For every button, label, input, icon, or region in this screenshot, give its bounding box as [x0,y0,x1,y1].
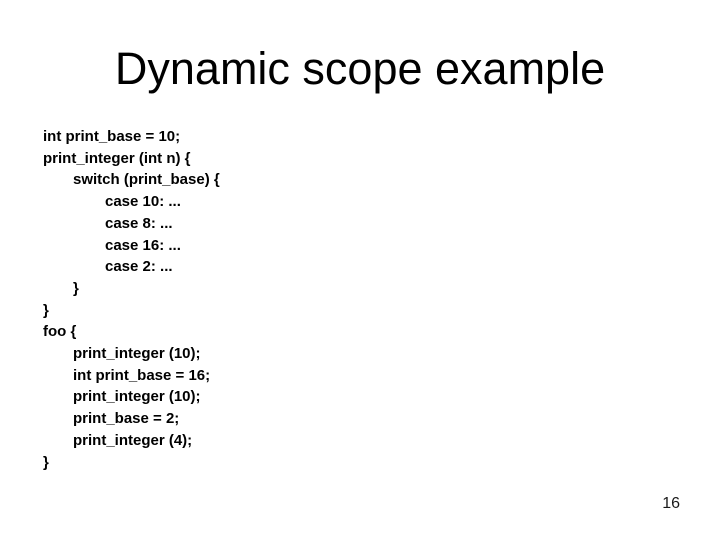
slide-title: Dynamic scope example [114,43,606,94]
code-line: case 8: ... [105,214,173,232]
page-number: 16 [662,495,680,512]
code-line: } [43,453,49,471]
code-line: print_integer (10); [73,345,201,363]
code-line: switch (print_base) { [73,171,220,189]
code-block: int print_base = 10; print_integer (int … [43,126,220,473]
code-line: } [43,301,49,319]
code-line: print_integer (4); [73,431,193,449]
code-line: print_integer (int n) { [43,149,191,167]
code-line: case 10: ... [105,193,181,211]
code-line: case 2: ... [105,258,173,276]
code-line: print_base = 2; [73,410,180,428]
code-line: case 16: ... [105,236,181,254]
code-line: foo { [43,323,77,341]
code-line: print_integer (10); [73,388,201,406]
code-line: int print_base = 10; [43,128,181,145]
code-line: } [73,279,79,297]
code-line: int print_base = 16; [73,366,211,384]
